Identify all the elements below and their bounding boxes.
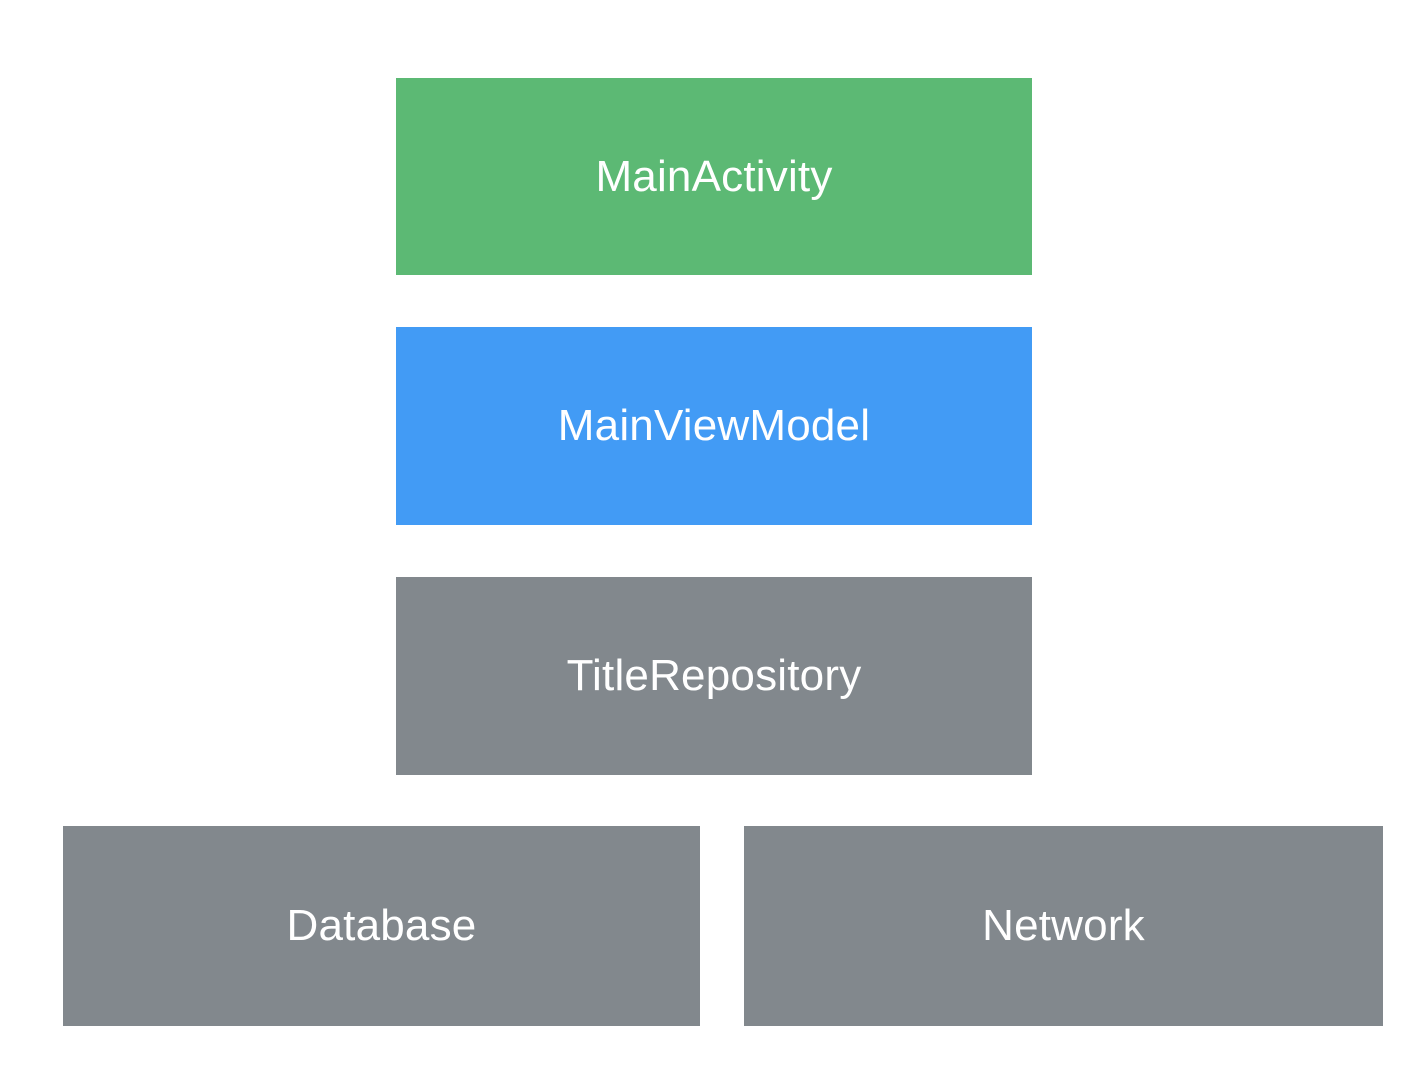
layer-label-main-activity: MainActivity	[595, 151, 833, 201]
layer-box-main-activity: MainActivity	[396, 78, 1032, 275]
layer-box-main-view-model: MainViewModel	[396, 327, 1032, 525]
layer-label-database: Database	[286, 901, 477, 950]
layer-label-main-view-model: MainViewModel	[557, 401, 871, 450]
layer-box-database: Database	[63, 826, 700, 1026]
layer-label-title-repository: TitleRepository	[566, 651, 862, 700]
layer-box-network: Network	[744, 826, 1383, 1026]
layer-box-title-repository: TitleRepository	[396, 577, 1032, 775]
layer-label-network: Network	[982, 901, 1145, 950]
